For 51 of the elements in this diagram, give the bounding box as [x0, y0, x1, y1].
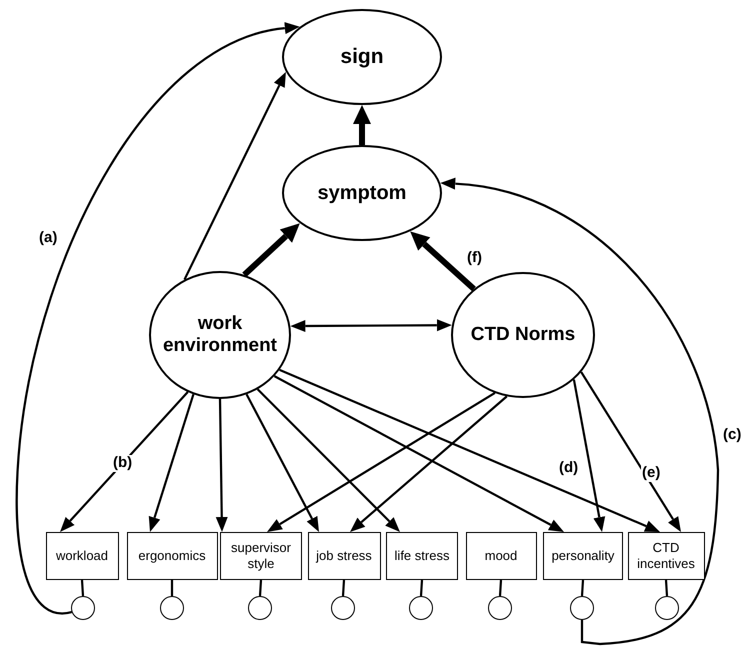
ellipse-node: sign	[282, 9, 442, 105]
arrow	[290, 319, 452, 332]
connector-line	[664, 580, 668, 596]
arrow	[572, 379, 606, 532]
connector-line	[80, 580, 84, 596]
arrow	[350, 396, 508, 532]
variable-box: job stress	[308, 532, 380, 580]
connector-line	[258, 580, 262, 596]
variable-box: workload	[46, 532, 118, 580]
arrow	[242, 223, 300, 278]
arrow	[148, 394, 194, 532]
arrow	[580, 371, 681, 532]
error-circle	[71, 596, 95, 620]
arrow	[353, 105, 371, 145]
edge-label: (b)	[112, 455, 134, 472]
connector-line	[580, 580, 584, 596]
ellipse-node: symptom	[282, 145, 442, 241]
error-circle	[331, 596, 355, 620]
connector-line	[170, 580, 174, 596]
variable-box: CTD incentives	[628, 532, 704, 580]
arrow	[274, 375, 564, 532]
error-circle	[409, 596, 433, 620]
edge-label: (f)	[466, 250, 483, 266]
arrow	[16, 22, 300, 614]
arrow	[246, 394, 319, 532]
ellipse-node: CTD Norms	[451, 272, 595, 398]
ellipse-node: work environment	[149, 271, 291, 399]
arrow	[410, 231, 476, 292]
arrow	[256, 388, 400, 532]
arrow	[267, 392, 496, 532]
variable-box: personality	[543, 532, 623, 580]
error-circle	[655, 596, 679, 620]
error-circle	[488, 596, 512, 620]
arrow	[440, 178, 720, 646]
error-circle	[570, 596, 594, 620]
arrow	[279, 368, 660, 532]
edge-label: (d)	[558, 460, 580, 476]
variable-box: ergonomics	[126, 532, 218, 580]
edge-label: (c)	[722, 427, 742, 444]
connector-line	[342, 580, 346, 596]
variable-box: mood	[466, 532, 536, 580]
variable-box: life stress	[386, 532, 458, 580]
error-circle	[160, 596, 184, 620]
variable-box: supervisor style	[220, 532, 302, 580]
error-circle	[248, 596, 272, 620]
arrow	[60, 391, 189, 532]
connector-line	[498, 580, 502, 596]
edge-label: (e)	[641, 465, 662, 482]
edge-label: (a)	[38, 230, 58, 246]
connector-line	[420, 580, 424, 596]
arrow	[216, 398, 228, 532]
